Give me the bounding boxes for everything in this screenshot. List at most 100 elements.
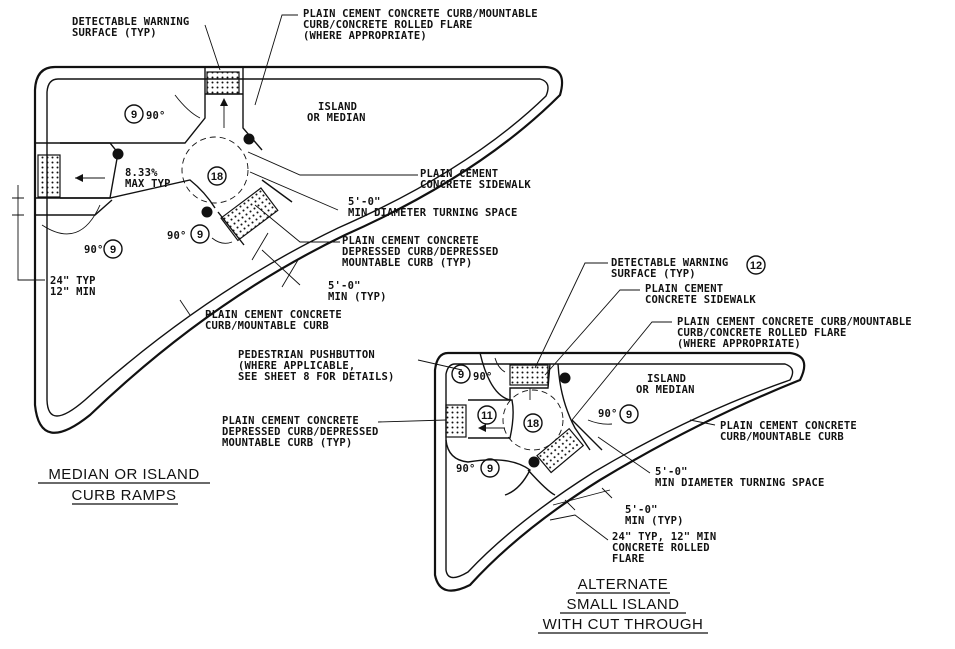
leader-turning xyxy=(249,171,339,211)
b-leader-depressed xyxy=(377,419,447,423)
arrow-left-head xyxy=(75,174,83,182)
island-b-outline-inner xyxy=(445,363,794,579)
b-callout-18 xyxy=(523,413,543,433)
label-curb-flare-1: PLAIN CEMENT CONCRETE CURB/MOUNTABLE xyxy=(303,8,538,20)
b-angle-arc-2 xyxy=(587,419,613,425)
callout-9-bottom-text: 9 xyxy=(197,229,203,241)
callout-9-left-text: 9 xyxy=(110,244,116,256)
leader-curb xyxy=(179,299,191,316)
b-arrow-left-head xyxy=(478,424,486,432)
pushbutton-dot-1 xyxy=(112,148,124,160)
detectable-warning-top xyxy=(206,71,240,95)
b-label-turning-2: MIN DIAMETER TURNING SPACE xyxy=(655,477,825,489)
b-angle-a-text: 90° xyxy=(473,371,493,383)
b-label-depressed-3: MOUNTABLE CURB (TYP) xyxy=(222,437,352,449)
angle-arc-bottom xyxy=(211,237,233,244)
b-angle-c-text: 90° xyxy=(456,463,476,475)
b-pushbutton-dot-1 xyxy=(559,372,571,384)
dim-line-min xyxy=(261,249,301,286)
callout-18 xyxy=(207,166,227,186)
b-leader-flare xyxy=(549,514,609,541)
angle-arc-top xyxy=(174,94,201,119)
b-leader-curb-flare xyxy=(571,321,672,421)
b-label-curb-flare-1: PLAIN CEMENT CONCRETE CURB/MOUNTABLE xyxy=(677,316,912,328)
angle-bottom-text: 90° xyxy=(167,230,187,242)
label-slope-2: MAX TYP xyxy=(125,178,171,190)
b-label-sidewalk-1: PLAIN CEMENT xyxy=(645,283,723,295)
b-label-flare-2: CONCRETE ROLLED xyxy=(612,542,710,554)
leader-detectable xyxy=(204,24,221,71)
b-label-island-1: ISLAND xyxy=(647,373,686,385)
angle-arc-left xyxy=(41,204,101,235)
angle-top-text: 90° xyxy=(146,110,166,122)
b-pushbutton-dot-2 xyxy=(528,456,540,468)
b-label-min-1: 5'-0" xyxy=(625,504,658,516)
island-outline-outer xyxy=(33,65,564,434)
b-callout-12 xyxy=(746,255,766,275)
cut-sidewalk-left xyxy=(468,399,514,439)
b-callout-11 xyxy=(477,405,497,425)
b-label-curb-flare-2: CURB/CONCRETE ROLLED FLARE xyxy=(677,327,847,339)
callout-18-text: 18 xyxy=(211,171,223,183)
b-callout-9c-text: 9 xyxy=(487,463,493,475)
b-leader-turning xyxy=(597,436,651,474)
title-a-line1: MEDIAN OR ISLAND xyxy=(48,466,199,483)
b-label-curb-2: CURB/MOUNTABLE CURB xyxy=(720,431,844,443)
ramp-left-outline xyxy=(60,142,119,199)
label-island-2: OR MEDIAN xyxy=(307,112,366,124)
label-slope-1: 8.33% xyxy=(125,167,158,179)
title-b-line2: SMALL ISLAND xyxy=(567,596,680,613)
detectable-warning-left xyxy=(37,154,61,198)
sidewalk-top-edge2 xyxy=(242,67,263,151)
label-min-2: MIN (TYP) xyxy=(328,291,387,303)
b-label-curb-1: PLAIN CEMENT CONCRETE xyxy=(720,420,857,432)
b-label-min-2: MIN (TYP) xyxy=(625,515,684,527)
callout-9-top-text: 9 xyxy=(131,109,137,121)
dim-ticks-typ xyxy=(12,197,24,216)
b-label-island-2: OR MEDIAN xyxy=(636,384,695,396)
turning-space-circle xyxy=(181,136,249,204)
angle-left-text: 90° xyxy=(84,244,104,256)
dim-ext-min xyxy=(251,232,299,288)
callout-9-bottom xyxy=(190,224,210,244)
b-leader-sidewalk xyxy=(544,289,640,376)
b-label-detectable-1: DETECTABLE WARNING xyxy=(611,257,728,269)
label-depressed-3: MOUNTABLE CURB (TYP) xyxy=(342,257,472,269)
b-leader-curb xyxy=(689,419,716,426)
b-label-sidewalk-2: CONCRETE SIDEWALK xyxy=(645,294,756,306)
label-island-1: ISLAND xyxy=(318,101,357,113)
b-callout-11-text: 11 xyxy=(481,410,493,422)
b-label-detectable-2: SURFACE (TYP) xyxy=(611,268,696,280)
b-turning-circle xyxy=(502,389,564,451)
ramp-diagonal xyxy=(220,187,279,242)
label-detectable-2: SURFACE (TYP) xyxy=(72,27,157,39)
label-depressed-2: DEPRESSED CURB/DEPRESSED xyxy=(342,246,499,258)
b-label-turning-1: 5'-0" xyxy=(655,466,688,478)
ramp-diagonal-edges xyxy=(217,179,293,246)
b-angle-b-text: 90° xyxy=(598,408,618,420)
pushbutton-dot-2 xyxy=(243,133,255,145)
title-b-line3: WITH CUT THROUGH xyxy=(543,616,704,633)
b-label-depressed-2: DEPRESSED CURB/DEPRESSED xyxy=(222,426,379,438)
label-min-1: 5'-0" xyxy=(328,280,361,292)
cut-sidewalk-bottom xyxy=(445,439,531,496)
leader-typ xyxy=(17,185,45,281)
label-curb-1: PLAIN CEMENT CONCRETE xyxy=(205,309,342,321)
b-leader-detectable xyxy=(534,262,608,369)
callout-9-top xyxy=(124,104,144,124)
label-sidewalk-2: CONCRETE SIDEWALK xyxy=(420,179,531,191)
label-curb-2: CURB/MOUNTABLE CURB xyxy=(205,320,329,332)
b-callout-9b xyxy=(619,404,639,424)
leader-depressed xyxy=(254,204,340,243)
b-callout-9a xyxy=(451,364,471,384)
island-b-outline-outer xyxy=(433,351,806,592)
pushbutton-dot-3 xyxy=(201,206,213,218)
title-b-line1: ALTERNATE xyxy=(578,576,669,593)
arrow-top-head xyxy=(220,98,228,106)
label-depressed-1: PLAIN CEMENT CONCRETE xyxy=(342,235,479,247)
title-a-line2: CURB RAMPS xyxy=(71,487,176,504)
b-callout-12-text: 12 xyxy=(750,260,762,272)
label-turning-1: 5'-0" xyxy=(348,196,381,208)
b-angle-arc-1 xyxy=(494,357,506,373)
